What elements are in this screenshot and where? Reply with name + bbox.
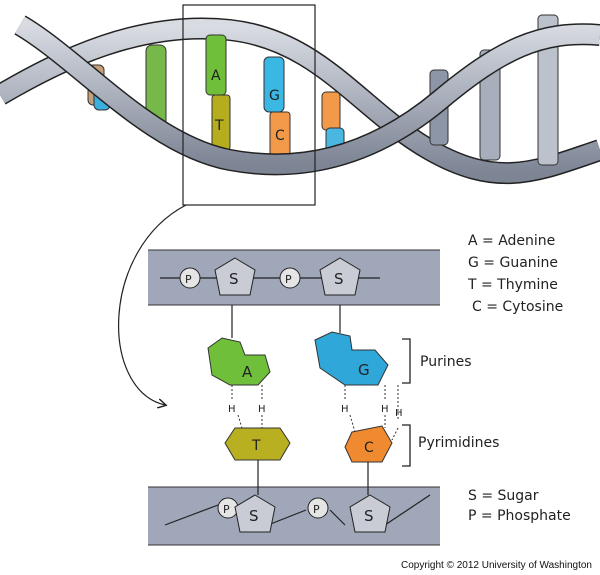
pyrimidines-label: Pyrimidines: [418, 435, 499, 451]
legend-cytosine: C = Cytosine: [472, 299, 564, 315]
zoom-box: [182, 4, 316, 206]
phosphate-label: P: [313, 503, 320, 516]
base-thymine: T: [224, 427, 291, 461]
svg-text:G: G: [358, 361, 370, 379]
purines-label: Purines: [420, 354, 472, 370]
phosphate-label: P: [223, 503, 230, 516]
base-legend: A = Adenine G = Guanine T = Thymine C = …: [468, 230, 563, 318]
legend-adenine: A = Adenine: [468, 233, 556, 249]
backbone-legend: S = Sugar P = Phosphate: [468, 486, 571, 526]
helix-label-g: G: [269, 88, 280, 104]
legend-sugar: S = Sugar: [468, 488, 539, 504]
helix-label-c: C: [275, 128, 285, 144]
helix-back-strand: [0, 17, 600, 185]
phosphate-label: P: [285, 273, 292, 286]
helix-front-strand: [14, 15, 600, 176]
bottom-backbone: P P S S: [148, 486, 440, 546]
zoom-arrow: [118, 204, 187, 405]
base-adenine: A: [207, 337, 271, 386]
legend-guanine: G = Guanine: [468, 255, 559, 271]
svg-text:C: C: [364, 440, 374, 456]
phosphate-label: P: [185, 273, 192, 286]
helix-label-t: T: [214, 118, 224, 134]
sugar-label: S: [229, 270, 239, 288]
top-backbone: P P S S: [148, 249, 440, 306]
sugar-label: S: [334, 270, 344, 288]
hydrogen-bonds: [231, 385, 399, 441]
svg-text:T: T: [251, 438, 261, 454]
base-guanine: G: [314, 331, 389, 386]
h-label: H: [228, 404, 236, 415]
base-cytosine: C: [344, 425, 393, 463]
purines-bracket: [402, 338, 411, 384]
copyright: Copyright © 2012 University of Washingto…: [401, 560, 592, 571]
sugar-label: S: [249, 507, 259, 525]
legend-thymine: T = Thymine: [468, 277, 558, 293]
h-label: H: [381, 404, 389, 415]
h-label: H: [395, 408, 403, 419]
legend-phosphate: P = Phosphate: [468, 508, 571, 524]
h-label: H: [341, 404, 349, 415]
rung-adenine: [205, 34, 227, 96]
sugar-label: S: [364, 507, 374, 525]
svg-text:A: A: [242, 363, 253, 381]
h-label: H: [258, 404, 266, 415]
pyrimidines-bracket: [402, 424, 411, 467]
helix-label-a: A: [211, 68, 221, 84]
